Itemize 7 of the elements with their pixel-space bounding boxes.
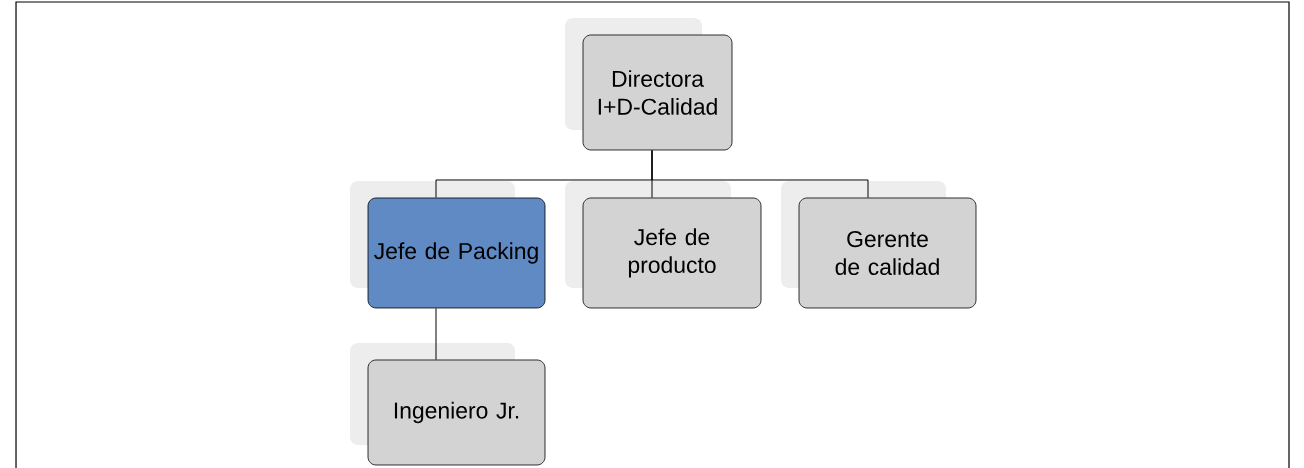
org-box: Jefe de Packing — [350, 181, 546, 309]
org-box: Gerente de calidad — [781, 181, 977, 309]
org-box: Jefe de producto — [565, 181, 762, 309]
connector-line — [651, 149, 869, 199]
org-box: Directora I+D-Calidad — [565, 18, 733, 151]
connector-line — [435, 307, 437, 361]
org-box: Ingeniero Jr. — [350, 343, 546, 466]
